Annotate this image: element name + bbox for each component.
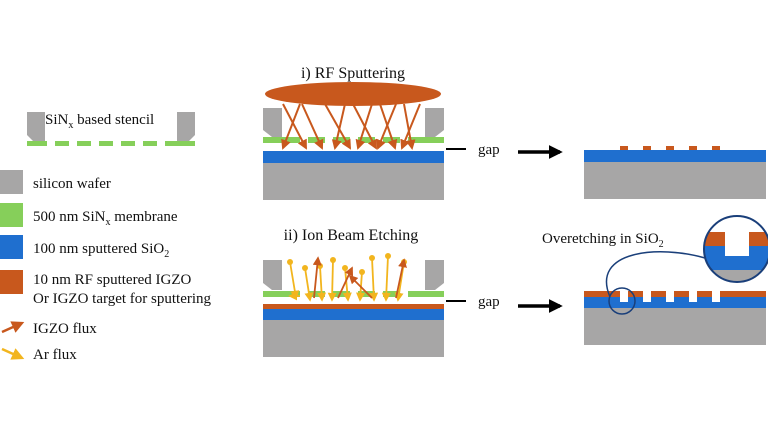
legend-stencil-label: SiNx based stencil: [45, 112, 154, 131]
legend-ar-flux-label: Ar flux: [33, 347, 77, 363]
ar-flux-arrow-icon: [1, 347, 25, 360]
legend-sio2-label: 100 nm sputtered SiO2: [33, 241, 169, 260]
sio2-swatch: [0, 235, 23, 259]
igzo-pads: [620, 146, 720, 150]
rf-gap-label: gap: [478, 142, 500, 158]
igzo-layer: [584, 291, 766, 297]
igzo-swatch: [0, 270, 23, 294]
sio2-layer: [584, 297, 766, 308]
rf-result: [584, 146, 766, 199]
rf-sputtering-step: i) RF Sputtering gap: [263, 65, 563, 200]
legend: SiNx based stencil silicon wafer 500 nm …: [0, 112, 212, 363]
igzo-layer: [263, 304, 444, 309]
igzo-target: [265, 82, 441, 106]
sio2-layer: [263, 309, 444, 320]
stencil-frame-left: [263, 108, 282, 137]
igzo-flux-arrows: [312, 256, 407, 299]
overetch-zoom-inset: [703, 215, 768, 283]
silicon-wafer: [584, 308, 766, 345]
legend-igzo-flux-label: IGZO flux: [33, 321, 97, 337]
sinx-swatch: [0, 203, 23, 227]
legend-igzo-target-label: Or IGZO target for sputtering: [33, 291, 212, 307]
igzo-flux-arrows: [281, 103, 421, 150]
ion-beam-etching-title: ii) Ion Beam Etching: [284, 227, 419, 244]
ibe-gap-label: gap: [478, 294, 500, 310]
overetch-highlight: [608, 287, 636, 315]
stencil-icon: [27, 112, 195, 146]
stencil-frame-left: [263, 260, 282, 290]
sio2-layer: [584, 150, 766, 162]
silicon-wafer: [584, 162, 766, 199]
legend-silicon-label: silicon wafer: [33, 176, 111, 192]
silicon-wafer: [263, 320, 444, 357]
overetch-label: Overetching in SiO2: [542, 231, 664, 250]
stencil-frame-right: [425, 260, 444, 290]
legend-sinx-label: 500 nm SiNx membrane: [33, 209, 178, 228]
legend-igzo-label: 10 nm RF sputtered IGZO: [33, 272, 191, 288]
ion-beam-etching-step: ii) Ion Beam Etching: [263, 227, 563, 357]
ar-flux-arrows: [288, 255, 405, 302]
zoom-connector: [605, 251, 706, 298]
igzo-flux-arrow-icon: [1, 321, 25, 334]
silicon-wafer: [263, 163, 444, 200]
stencil-frame-right: [425, 108, 444, 137]
silicon-swatch: [0, 170, 23, 194]
etched-trenches: [620, 291, 720, 302]
rf-sputtering-title: i) RF Sputtering: [301, 65, 405, 82]
sio2-layer: [263, 151, 444, 163]
ibe-result: Overetching in SiO2: [542, 215, 768, 345]
